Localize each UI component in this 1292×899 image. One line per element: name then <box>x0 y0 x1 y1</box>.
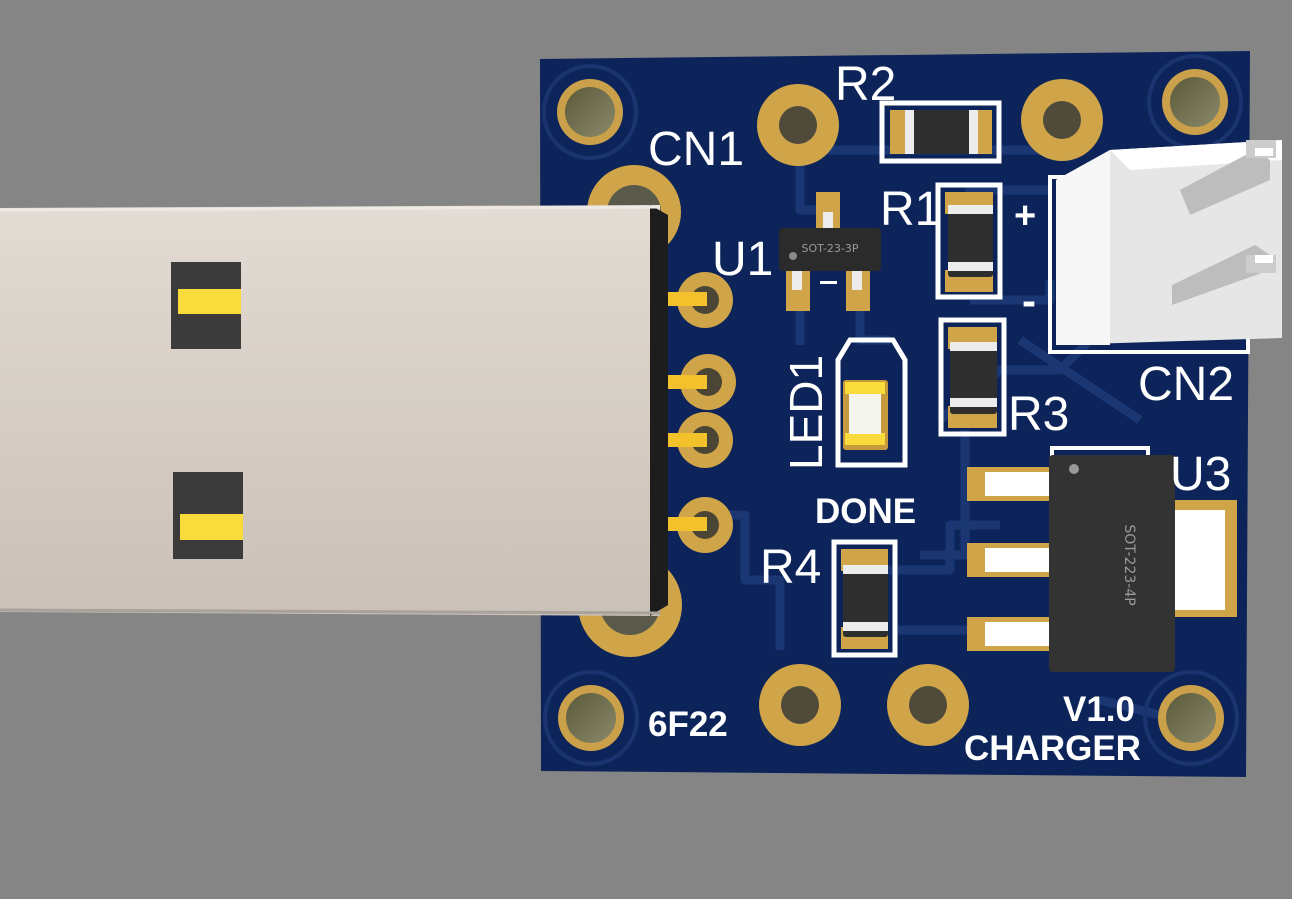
silkscreen-labels: CN1 R2 U1 R1 + - CN2 R3 U3 LED1 DONE R4 … <box>648 58 1234 768</box>
resistor-r1 <box>935 182 1003 300</box>
usb-contact-window-bottom <box>173 472 243 559</box>
battery-clip-pads <box>757 79 1103 746</box>
label-name: CHARGER <box>964 729 1141 768</box>
label-version: V1.0 <box>1063 690 1135 729</box>
ic-u1: SOT-23-3P <box>779 192 881 311</box>
label-plus: + <box>1014 195 1036 237</box>
label-u1: U1 <box>712 233 773 286</box>
label-r3: R3 <box>1008 388 1069 441</box>
u1-package-text: SOT-23-3P <box>802 242 859 255</box>
usb-contact-window-top <box>171 262 241 349</box>
label-done: DONE <box>815 492 916 531</box>
mounting-holes <box>542 54 1243 766</box>
usb-connector <box>0 205 668 616</box>
connector-cn2 <box>1048 140 1282 354</box>
label-part-id: 6F22 <box>648 705 728 744</box>
resistor-r2 <box>879 100 1002 164</box>
u3-package-text: SOT-223-4P <box>1121 524 1137 605</box>
label-r2: R2 <box>835 58 896 111</box>
resistor-r4 <box>831 539 898 658</box>
resistor-r3 <box>938 317 1007 437</box>
label-r1: R1 <box>880 183 941 236</box>
label-cn1: CN1 <box>648 123 744 176</box>
ic-u3: SOT-223-4P <box>967 446 1237 672</box>
label-led1: LED1 <box>780 355 832 470</box>
label-minus: - <box>1022 277 1036 324</box>
led-led1 <box>835 337 908 468</box>
usb-pins <box>662 292 707 531</box>
label-u3: U3 <box>1170 448 1231 501</box>
label-cn2: CN2 <box>1138 358 1234 411</box>
label-r4: R4 <box>760 541 821 594</box>
